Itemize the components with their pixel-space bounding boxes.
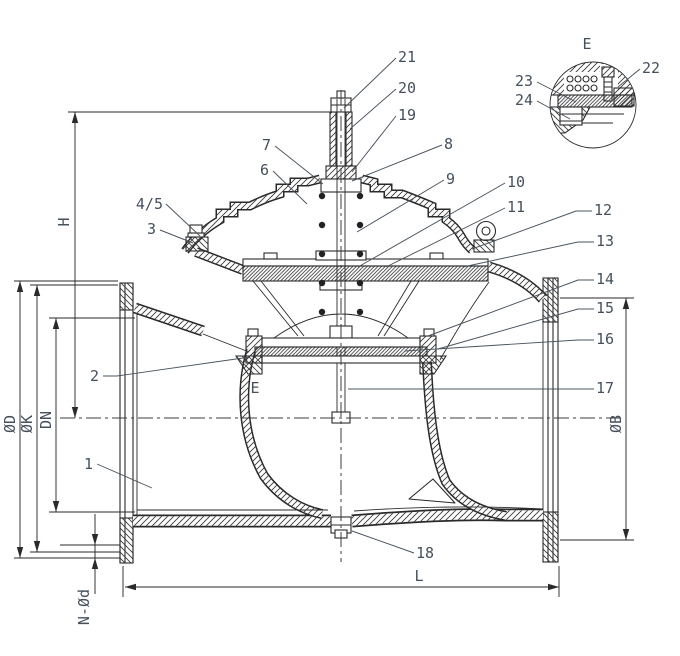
- callout-15: 15: [596, 299, 614, 317]
- outlet-flange: [542, 277, 559, 563]
- dimension-arrow-ØD: [16, 547, 24, 558]
- leader-19: [351, 115, 397, 173]
- dimension-arrow-ØB: [622, 298, 630, 309]
- dimension-label-N-Ød: N-Ød: [75, 589, 93, 625]
- leader-20: [349, 88, 397, 130]
- seat-ring-right: [419, 355, 448, 375]
- callout-19: 19: [398, 106, 416, 124]
- callout-12: 12: [594, 201, 612, 219]
- leader-10: [357, 182, 506, 268]
- dimension-label-ØK: ØK: [18, 415, 36, 433]
- callout-18: 18: [416, 544, 434, 562]
- dimension-label-DN: DN: [37, 411, 55, 429]
- callout-E: E: [582, 35, 591, 53]
- callout-7: 7: [262, 136, 271, 154]
- leader-8: [351, 144, 443, 182]
- callout-3: 3: [147, 220, 156, 238]
- leader-18: [351, 530, 415, 554]
- leader-9: [356, 179, 445, 233]
- callout-21: 21: [398, 48, 416, 66]
- bonnet-flange-bolt: [185, 224, 209, 252]
- dimension-arrow-N-Ød: [91, 558, 99, 569]
- dimension-arrow-L: [548, 583, 559, 591]
- leader-23: [536, 81, 577, 103]
- callout-16: 16: [596, 330, 614, 348]
- dimension-arrow-ØB: [622, 529, 630, 540]
- callout-2: 2: [90, 367, 99, 385]
- leader-4/5: [165, 203, 201, 237]
- callout-22: 22: [642, 59, 660, 77]
- callout-11: 11: [507, 198, 525, 216]
- callout-8: 8: [444, 135, 453, 153]
- dimension-arrow-L: [125, 583, 136, 591]
- callout-1: 1: [84, 455, 93, 473]
- leader-13: [462, 241, 594, 268]
- dimension-arrow-ØK: [33, 541, 41, 552]
- leader-11: [385, 207, 506, 268]
- dimension-arrow-H: [71, 407, 79, 418]
- bonnet-layer: [185, 179, 497, 316]
- dimension-arrow-N-Ød: [91, 534, 99, 545]
- leader-7: [274, 145, 324, 185]
- leader-22: [617, 68, 641, 88]
- dimension-label-H: H: [55, 217, 73, 226]
- leader-24: [536, 100, 571, 120]
- callout-10: 10: [507, 173, 525, 191]
- dimension-arrow-ØK: [33, 285, 41, 296]
- detail-e-view: [549, 61, 637, 149]
- valve-body-layer: [60, 252, 559, 564]
- leader-14: [427, 279, 594, 337]
- callout-6: 6: [260, 161, 269, 179]
- detail-spring-coils: [566, 75, 598, 92]
- callout-4/5: 4/5: [136, 195, 163, 213]
- callout-17: 17: [596, 379, 614, 397]
- leader-3: [159, 229, 194, 244]
- leader-2: [103, 356, 251, 377]
- callout-24: 24: [515, 91, 533, 109]
- centerline-layer: [60, 90, 622, 562]
- dimension-arrow-DN: [52, 501, 60, 512]
- leader-16: [404, 339, 594, 352]
- detail-bolt-head: [601, 66, 615, 78]
- dimension-label-L: L: [414, 567, 423, 585]
- body-web-window: [408, 478, 456, 504]
- callout-14: 14: [596, 270, 614, 288]
- callout-13: 13: [596, 232, 614, 250]
- leader-15: [437, 308, 594, 350]
- leader-12: [471, 210, 592, 250]
- callout-E: E: [250, 379, 259, 397]
- leader-6: [272, 170, 308, 205]
- spring-coil-dots: [318, 192, 364, 316]
- diaphragm-assembly: [242, 250, 489, 291]
- detail-diaphragm-edge: [557, 94, 633, 108]
- leader-1: [96, 463, 153, 489]
- detail-circle: [549, 61, 637, 149]
- dimension-arrow-ØD: [16, 281, 24, 292]
- dimension-label-ØD: ØD: [1, 415, 19, 433]
- callout-20: 20: [398, 79, 416, 97]
- callout-9: 9: [446, 170, 455, 188]
- dimension-label-ØB: ØB: [607, 415, 625, 433]
- inlet-flange: [60, 282, 138, 564]
- detail-clamp-piece: [559, 106, 583, 126]
- dimension-arrow-DN: [52, 318, 60, 329]
- callout-23: 23: [515, 72, 533, 90]
- leader-21: [343, 57, 397, 109]
- dimension-arrow-H: [71, 112, 79, 123]
- seat-ring-left: [234, 355, 263, 375]
